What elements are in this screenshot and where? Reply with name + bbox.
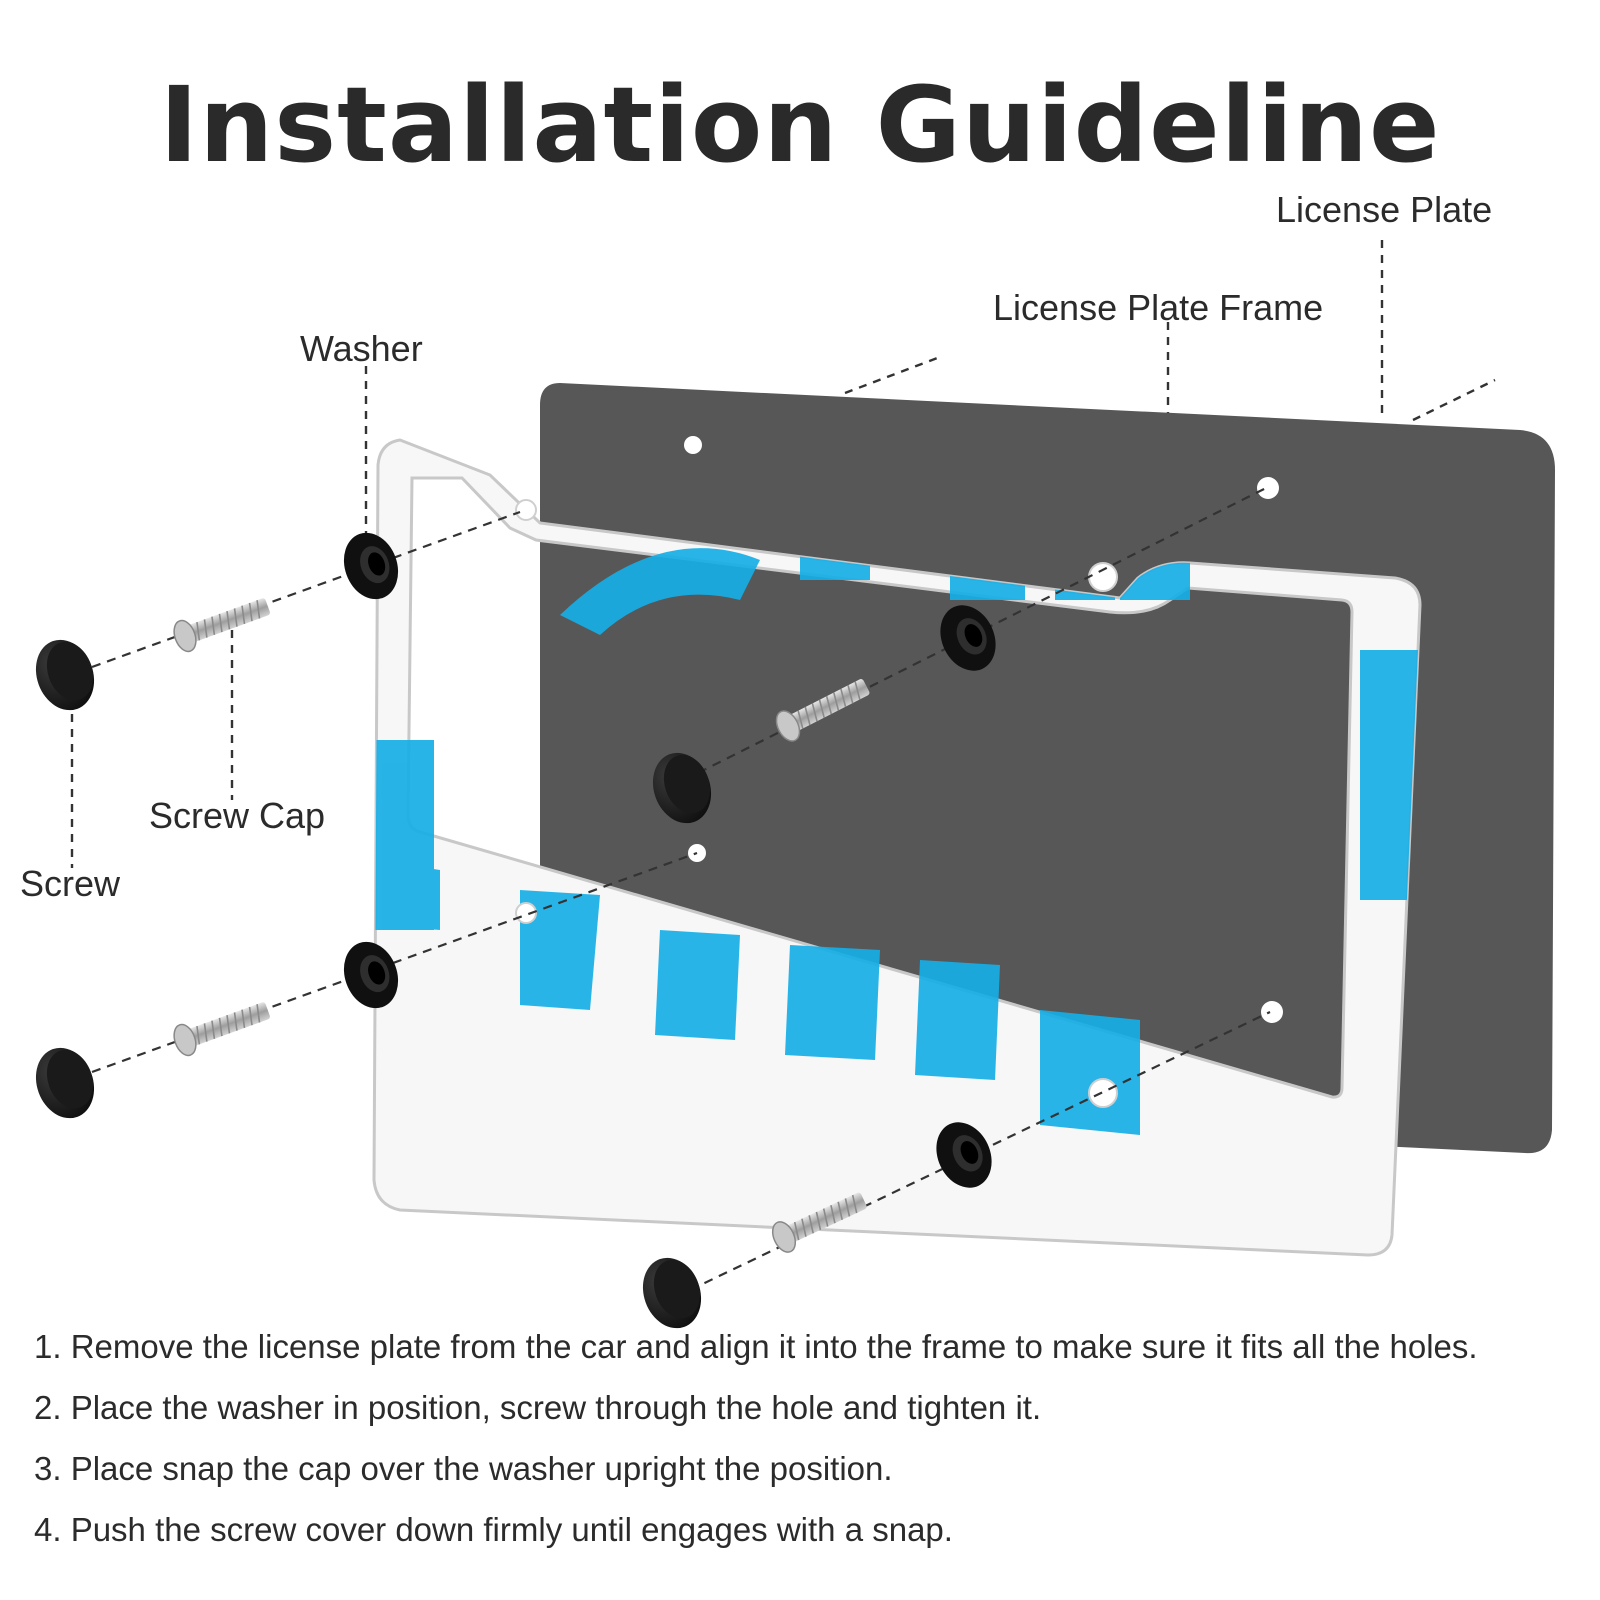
label-license-plate-frame: License Plate Frame <box>993 287 1324 328</box>
frame-hole <box>515 902 537 924</box>
page-title: Installation Guideline <box>159 64 1441 186</box>
step-item: 4. Push the screw cover down firmly unti… <box>34 1511 953 1548</box>
step-item: 2. Place the washer in position, screw t… <box>34 1389 1042 1426</box>
plate-hole <box>1261 1001 1283 1023</box>
screw <box>775 679 870 742</box>
screw-cap <box>35 1047 95 1119</box>
instruction-steps: 1. Remove the license plate from the car… <box>34 1328 1478 1572</box>
hardware-set-top-right <box>652 605 996 824</box>
frame-hole <box>515 499 537 521</box>
plate-hole <box>684 436 702 454</box>
plate-hole <box>1257 477 1279 499</box>
washer <box>940 605 996 671</box>
frame-hole <box>1088 562 1118 592</box>
step-item: 3. Place snap the cap over the washer up… <box>34 1450 893 1487</box>
label-license-plate: License Plate <box>1276 189 1493 230</box>
step-item: 1. Remove the license plate from the car… <box>34 1328 1478 1365</box>
frame-hole <box>1088 1078 1118 1108</box>
screw <box>771 1192 867 1253</box>
label-washer: Washer <box>300 328 423 369</box>
hardware-set-bottom-right <box>642 1122 992 1329</box>
label-screw-cap: Screw Cap <box>149 795 326 836</box>
screw-cap <box>35 639 95 711</box>
hardware-set-bottom-left <box>35 941 399 1119</box>
washer <box>936 1122 992 1188</box>
label-screw: Screw <box>20 863 121 904</box>
hardware-set-top-left <box>35 532 399 711</box>
screw <box>173 1002 270 1057</box>
screw-cap <box>642 1257 702 1329</box>
screw <box>173 598 270 653</box>
screw-cap <box>652 752 712 824</box>
washer <box>343 532 399 600</box>
washer <box>343 941 399 1009</box>
